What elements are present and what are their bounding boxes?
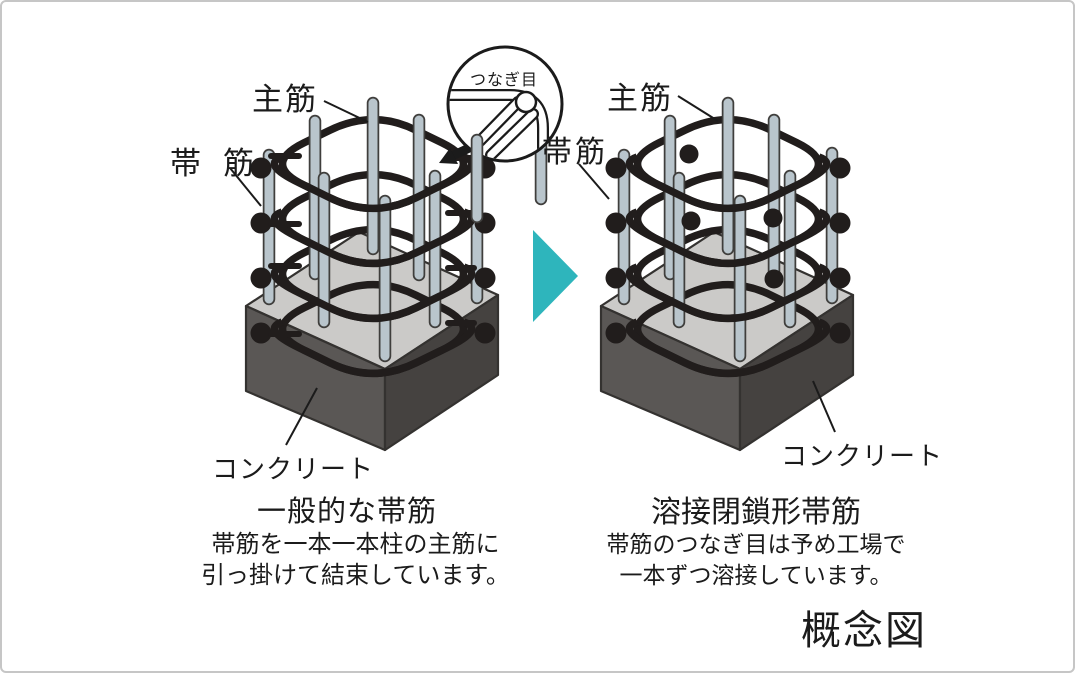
- magnifier-joint-label: つなぎ目: [470, 72, 539, 89]
- conceptual-diagram-note: 概念図: [801, 608, 927, 653]
- left-column-description: 帯筋を一本一本柱の主筋に 引っ掛けて結束しています。: [198, 529, 513, 591]
- right-concrete-label: コンクリート: [781, 441, 944, 471]
- magnifier-circle: [446, 45, 564, 163]
- right-weld-dots: [679, 144, 784, 289]
- right-column-description: 帯筋のつなぎ目は予め工場で 一本ずつ溶接しています。: [596, 529, 916, 591]
- right-column-title: 溶接閉鎖形帯筋: [651, 496, 861, 529]
- magnifier-content: [449, 89, 549, 160]
- right-description-line1: 帯筋のつなぎ目は予め工場で: [606, 531, 906, 557]
- right-main-bar-label: 主筋: [607, 81, 673, 116]
- leader-lines: [229, 95, 836, 446]
- right-description-line2: 一本ずつ溶接しています。: [619, 562, 893, 588]
- transition-arrow: [533, 230, 578, 322]
- magnifier-bar-cross-section: [514, 90, 538, 114]
- left-hoop-label: 帯筋: [170, 146, 276, 181]
- right-column-illustration: [601, 103, 853, 450]
- right-hoop-label: 帯筋: [542, 136, 608, 169]
- left-concrete-label: コンクリート: [212, 454, 375, 484]
- left-description-line2: 引っ掛けて結束しています。: [201, 562, 510, 589]
- left-description-line1: 帯筋を一本一本柱の主筋に: [211, 531, 500, 558]
- left-column-title: 一般的な帯筋: [256, 496, 437, 528]
- joint-magnifier-callout: [439, 45, 564, 224]
- left-main-bar-label: 主筋: [252, 82, 318, 117]
